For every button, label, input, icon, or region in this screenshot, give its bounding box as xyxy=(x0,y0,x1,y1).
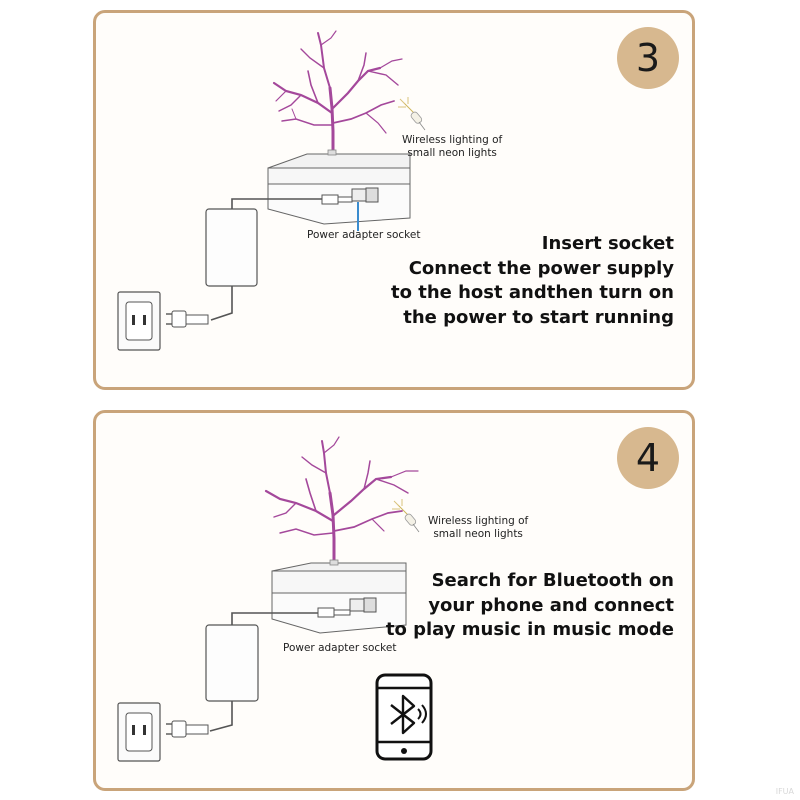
step-number-badge: 4 xyxy=(617,427,679,489)
instruction-line: the power to start running xyxy=(403,306,674,328)
wall-outlet-icon xyxy=(117,291,161,351)
instruction-text: Insert socket Connect the power supply t… xyxy=(391,232,674,330)
step-3-panel: Wireless lighting of small neon lights P… xyxy=(93,10,695,390)
bluetooth-phone-icon xyxy=(375,673,433,761)
watermark: IFUA xyxy=(775,787,794,796)
instruction-line: Insert socket xyxy=(541,233,674,254)
ac-cable xyxy=(210,286,233,321)
neon-bulb-icon xyxy=(398,97,426,131)
dc-cable xyxy=(231,612,318,625)
instruction-line: Search for Bluetooth on xyxy=(431,570,674,591)
instruction-line: to the host andthen turn on xyxy=(390,282,674,303)
instruction-line: your phone and connect xyxy=(428,594,674,616)
wall-outlet-icon xyxy=(117,702,161,762)
host-box-icon xyxy=(267,149,411,225)
step-number-badge: 3 xyxy=(617,27,679,89)
neon-bulb-icon xyxy=(392,499,420,533)
step-4-panel: Wireless lighting of small neon lights P… xyxy=(93,410,695,791)
power-adapter-icon xyxy=(205,208,258,287)
dc-cable xyxy=(231,198,322,209)
plasma-arc-tree-icon xyxy=(272,30,403,153)
neon-label: Wireless lighting of small neon lights xyxy=(428,515,529,540)
instruction-text: Search for Bluetooth on your phone and c… xyxy=(386,569,674,643)
neon-label: Wireless lighting of small neon lights xyxy=(402,134,503,159)
instruction-line: to play music in music mode xyxy=(385,619,674,640)
power-adapter-icon xyxy=(205,624,259,702)
socket-label: Power adapter socket xyxy=(283,642,397,654)
plasma-arc-tree-icon xyxy=(264,436,419,565)
step-4-illustration xyxy=(117,436,433,762)
instruction-line: Connect the power supply xyxy=(408,257,674,279)
plug-icon xyxy=(166,310,209,328)
plug-icon xyxy=(166,720,209,738)
socket-label: Power adapter socket xyxy=(307,229,421,241)
ac-cable xyxy=(209,701,233,732)
step-3-illustration xyxy=(117,30,426,351)
